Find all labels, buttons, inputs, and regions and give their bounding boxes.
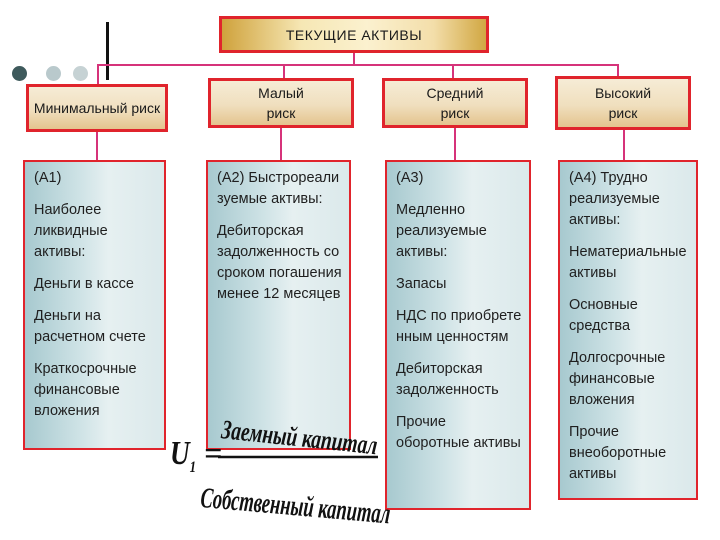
connector xyxy=(280,128,282,160)
asset-item: Дебиторская задолженность xyxy=(396,361,499,398)
title-text: ТЕКУЩИЕ АКТИВЫ xyxy=(285,26,423,43)
risk-label: Средний риск xyxy=(426,85,484,121)
decorative-dot-dark xyxy=(12,66,27,81)
connector xyxy=(97,64,619,66)
asset-item: (А2) Быстрореализуемые активы: xyxy=(217,170,340,207)
formula-variable: U xyxy=(170,435,190,472)
risk-label: Высокий риск xyxy=(594,85,652,121)
asset-item: Краткосрочные финансовые вложения xyxy=(34,361,137,419)
connector xyxy=(623,130,625,160)
formula-equals: = xyxy=(204,435,223,471)
risk-label: Малый риск xyxy=(258,85,304,121)
asset-item: Прочие внеоборотные активы xyxy=(569,424,667,482)
asset-column-a4: (А4) Трудно реализуемые активы: Нематери… xyxy=(558,160,698,500)
decorative-line xyxy=(106,22,109,80)
asset-item: (А4) Трудно реализуемые активы: xyxy=(569,170,660,228)
asset-item: Основные средства xyxy=(569,297,638,334)
asset-item: (А3) xyxy=(396,170,424,186)
connector xyxy=(353,53,355,65)
asset-column-a2: (А2) Быстрореализуемые активы: Дебиторск… xyxy=(206,160,351,450)
connector xyxy=(96,132,98,160)
formula-lhs: U1 xyxy=(170,435,196,477)
formula: U1 = Заемный капитал Собственный капитал xyxy=(160,380,392,530)
risk-box-high: Высокий риск xyxy=(555,76,691,130)
connector xyxy=(97,64,99,84)
asset-item: Прочие оборотные активы xyxy=(396,414,521,451)
asset-item: Запасы xyxy=(396,276,447,292)
asset-item: Нематериальные активы xyxy=(569,244,687,281)
connector xyxy=(283,64,285,78)
risk-box-small: Малый риск xyxy=(208,78,354,128)
risk-box-medium: Средний риск xyxy=(382,78,528,128)
asset-column-a1: (А1) Наиболее ликвидные активы: Деньги в… xyxy=(23,160,166,450)
risk-label: Минимальный риск xyxy=(33,100,161,116)
asset-item: (А1) xyxy=(34,170,62,186)
formula-subscript: 1 xyxy=(189,458,197,476)
decorative-dot-light xyxy=(46,66,61,81)
asset-item: Деньги на расчетном счете xyxy=(34,308,146,345)
connector xyxy=(617,64,619,76)
asset-item: Медленно реализуемые активы: xyxy=(396,202,487,260)
decorative-dot-light xyxy=(73,66,88,81)
risk-box-minimal: Минимальный риск xyxy=(26,84,168,132)
connector xyxy=(452,64,454,78)
formula-graphic xyxy=(218,455,378,459)
asset-item: НДС по приобретенным ценностям xyxy=(396,308,522,345)
asset-item: Наиболее ликвидные активы: xyxy=(34,202,108,260)
title-box: ТЕКУЩИЕ АКТИВЫ xyxy=(219,16,489,53)
asset-item: Деньги в кассе xyxy=(34,276,134,292)
asset-item: Долгосрочные финансовые вложения xyxy=(569,350,666,408)
asset-column-a3: (А3) Медленно реализуемые активы: Запасы… xyxy=(385,160,531,510)
asset-item: Дебиторская задолженность со сроком пога… xyxy=(217,223,342,302)
connector xyxy=(454,128,456,160)
